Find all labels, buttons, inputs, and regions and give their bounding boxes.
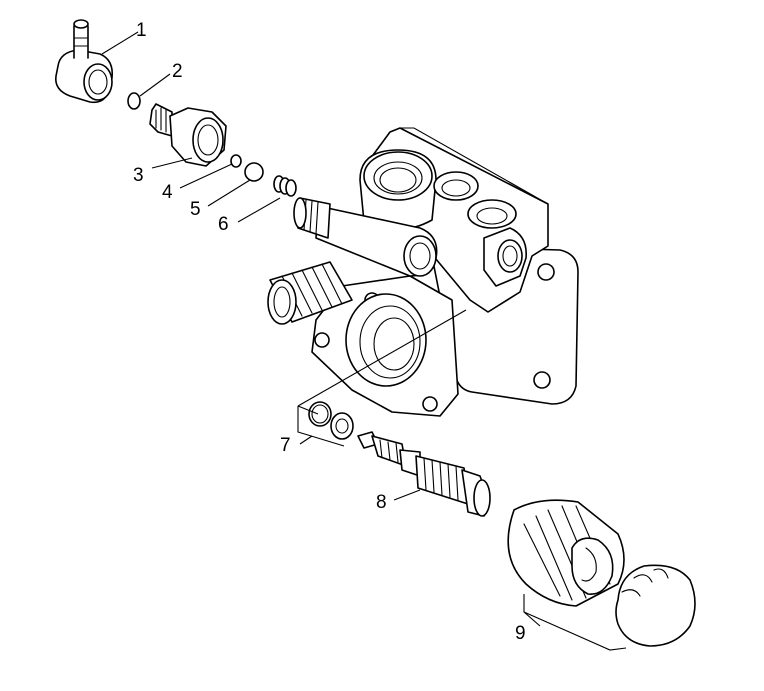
callout-labels: 1 2 3 4 5 6 7 8 9 [133, 20, 526, 644]
callout-3: 3 [133, 165, 144, 186]
part-4-o-ring [230, 154, 242, 168]
part-1-hose-nipple [54, 19, 114, 104]
callout-6: 6 [218, 214, 229, 235]
part-9-filter [507, 499, 696, 647]
part-7-seal-rings [308, 401, 354, 440]
part-2-o-ring [127, 92, 141, 110]
callout-7: 7 [280, 435, 291, 456]
pump-head-housing [267, 127, 579, 417]
part-3-union-fitting [149, 103, 227, 167]
leader-lines [101, 31, 627, 651]
part-6-spring [273, 175, 297, 197]
callout-9: 9 [515, 623, 526, 644]
callout-4: 4 [162, 182, 173, 203]
callout-1: 1 [136, 20, 147, 41]
part-5-ball [244, 162, 264, 182]
callout-2: 2 [172, 61, 183, 82]
callout-5: 5 [190, 199, 201, 220]
part-8-valve-cartridge [357, 431, 491, 517]
callout-8: 8 [376, 492, 387, 513]
